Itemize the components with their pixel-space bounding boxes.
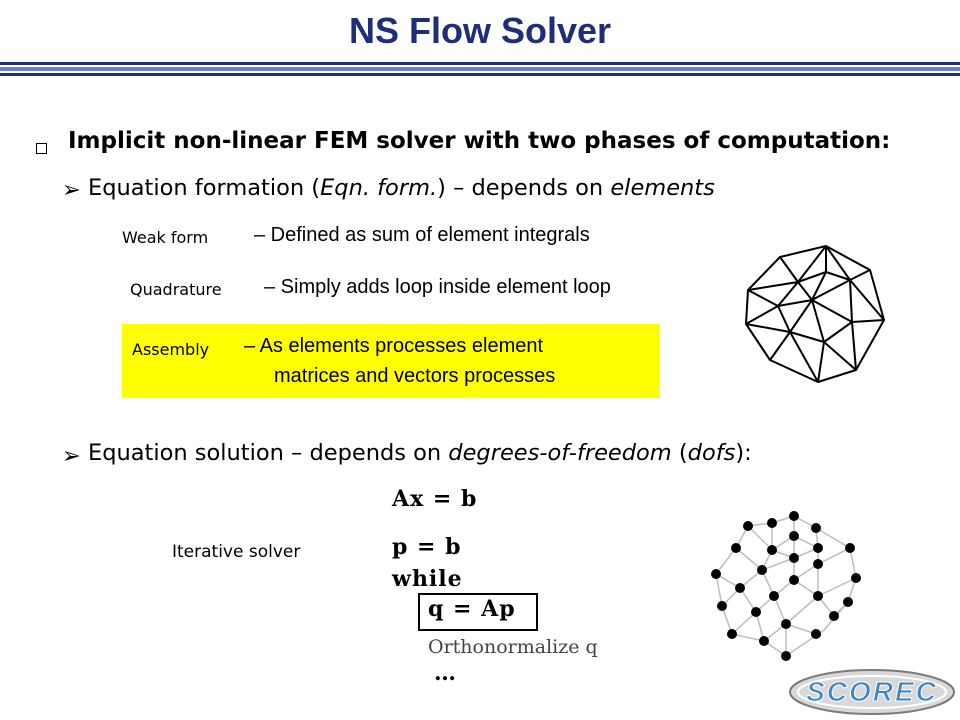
algo-line-while: while: [392, 566, 463, 592]
algo-line-q-ap: q = Ap: [428, 596, 516, 622]
iterative-solver-label: Iterative solver: [172, 542, 301, 562]
assembly-label: Assembly: [132, 340, 210, 359]
algo-line-ellipsis: …: [434, 660, 457, 686]
assembly-desc-line1: – As elements processes element: [244, 335, 544, 357]
algo-line-p-b: p = b: [392, 534, 462, 560]
slide-title: NS Flow Solver: [348, 10, 612, 51]
weak-form-label: Weak form: [122, 228, 209, 247]
main-bullet-text: Implicit non-linear FEM solver with two …: [68, 128, 891, 154]
dof-mesh-figure: [711, 511, 861, 661]
arrow-bullet-icon: ➢: [62, 443, 81, 469]
formation-bullet: Equation formation (Eqn. form.) – depend…: [88, 175, 715, 201]
quadrature-desc: – Simply adds loop inside element loop: [264, 276, 611, 298]
scorec-logo: SCOREC: [789, 669, 955, 715]
title-rule: [0, 62, 960, 76]
algo-line-orthonormalize: Orthonormalize q: [428, 636, 598, 658]
assembly-desc-line2: matrices and vectors processes: [274, 365, 556, 387]
logo-text: SCOREC: [806, 676, 938, 707]
arrow-bullet-icon: ➢: [62, 177, 81, 203]
weak-form-desc: – Defined as sum of element integrals: [254, 224, 590, 246]
algo-line-ax-b: Ax = b: [392, 486, 478, 512]
element-mesh-figure: [745, 245, 885, 383]
quadrature-label: Quadrature: [130, 280, 222, 299]
assembly-highlight: [122, 324, 660, 398]
square-bullet-icon: [36, 139, 47, 158]
solution-bullet: Equation solution – depends on degrees-o…: [88, 440, 752, 466]
highlight-box: [418, 593, 538, 631]
